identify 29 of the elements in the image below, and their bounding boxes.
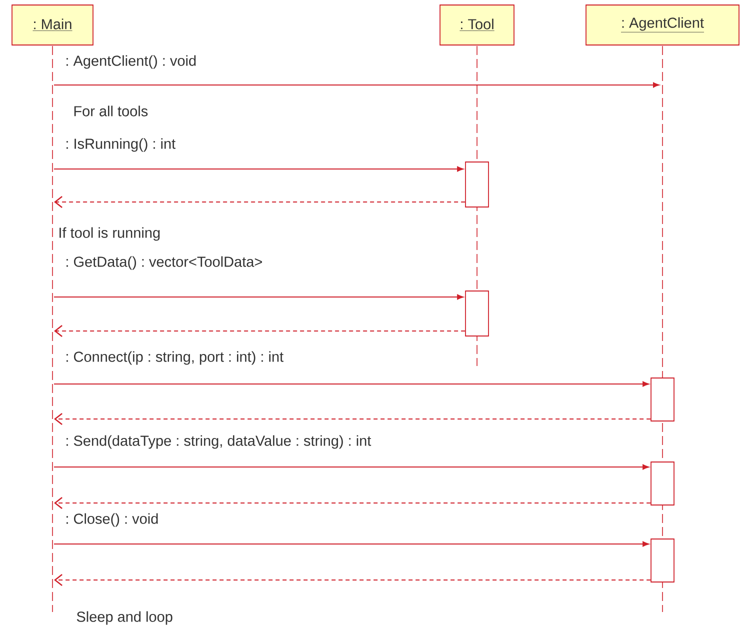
activation-bar xyxy=(650,538,674,582)
message-label: : GetData() : vector<ToolData> xyxy=(66,256,262,270)
message-arrow xyxy=(54,166,464,172)
activation-bar xyxy=(650,462,674,506)
message-arrow xyxy=(54,196,466,208)
activation-bar xyxy=(650,378,674,422)
activation-bar xyxy=(465,162,489,208)
message-arrow xyxy=(54,497,651,510)
message-label: : Send(dataType : string, dataValue : string) : int xyxy=(66,435,372,449)
message-arrow xyxy=(54,464,650,470)
message-label: : IsRunning() : int xyxy=(66,138,176,152)
object-box: : AgentClient xyxy=(586,4,740,46)
message-arrow xyxy=(54,574,651,586)
message-label: : AgentClient() : void xyxy=(66,55,196,69)
activation-bar xyxy=(465,290,489,336)
message-arrow xyxy=(54,541,650,547)
message-label: : Close() : void xyxy=(66,513,158,527)
message-arrow xyxy=(54,82,660,88)
note-text: Sleep and loop xyxy=(76,611,172,625)
message-arrow xyxy=(54,325,466,338)
object-box: : Main xyxy=(12,4,94,46)
message-label: : Connect(ip : string, port : int) : int xyxy=(66,351,284,365)
note-text: If tool is running xyxy=(60,227,160,241)
object-box: : Tool xyxy=(440,4,514,46)
lifeline xyxy=(52,46,53,612)
note-text: For all tools xyxy=(74,106,148,116)
message-arrow xyxy=(54,381,650,387)
message-arrow xyxy=(54,413,651,426)
message-arrow xyxy=(54,294,464,300)
